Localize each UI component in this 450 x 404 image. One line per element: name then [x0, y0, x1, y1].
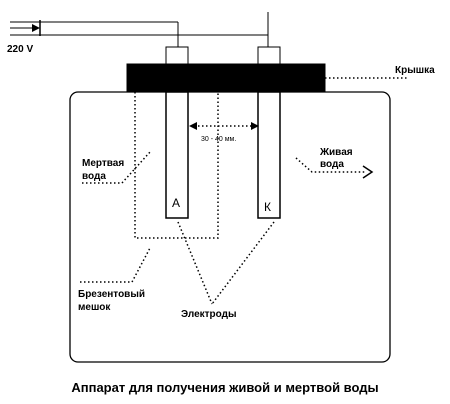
lid-label: Крышка: [395, 65, 435, 76]
dead-water-pointer: [82, 151, 151, 184]
dead-water-label-line1: Мертвая: [82, 158, 124, 169]
dead-water-label-line2: вода: [82, 171, 106, 182]
distance-label: 30 - 40 мм.: [201, 136, 236, 143]
cathode-terminal: [257, 46, 281, 67]
canvas-bag: [134, 92, 219, 239]
electrodes-pointers: [177, 221, 275, 305]
voltage-label: 220 V: [7, 44, 33, 55]
electrodes-label: Электроды: [181, 309, 237, 320]
distance-indicator: [189, 122, 259, 130]
anode-label: А: [172, 196, 180, 210]
caption: Аппарат для получения живой и мертвой во…: [71, 380, 378, 395]
live-water-label-line1: Живая: [319, 147, 353, 158]
power-wires: [10, 12, 269, 48]
cathode-electrode: [257, 91, 281, 219]
water-container: [69, 91, 391, 363]
bag-pointer: [80, 247, 151, 283]
bag-label-line2: мешок: [78, 302, 111, 313]
lid: [126, 63, 326, 93]
anode-terminal: [165, 46, 189, 67]
live-water-arrow: [295, 157, 374, 179]
cathode-label: К: [264, 200, 271, 214]
anode-electrode: [165, 91, 189, 219]
plug-arrow-icon: [10, 20, 41, 36]
bag-label-line1: Брезентовый: [78, 289, 145, 300]
live-water-label-line2: вода: [320, 159, 344, 170]
